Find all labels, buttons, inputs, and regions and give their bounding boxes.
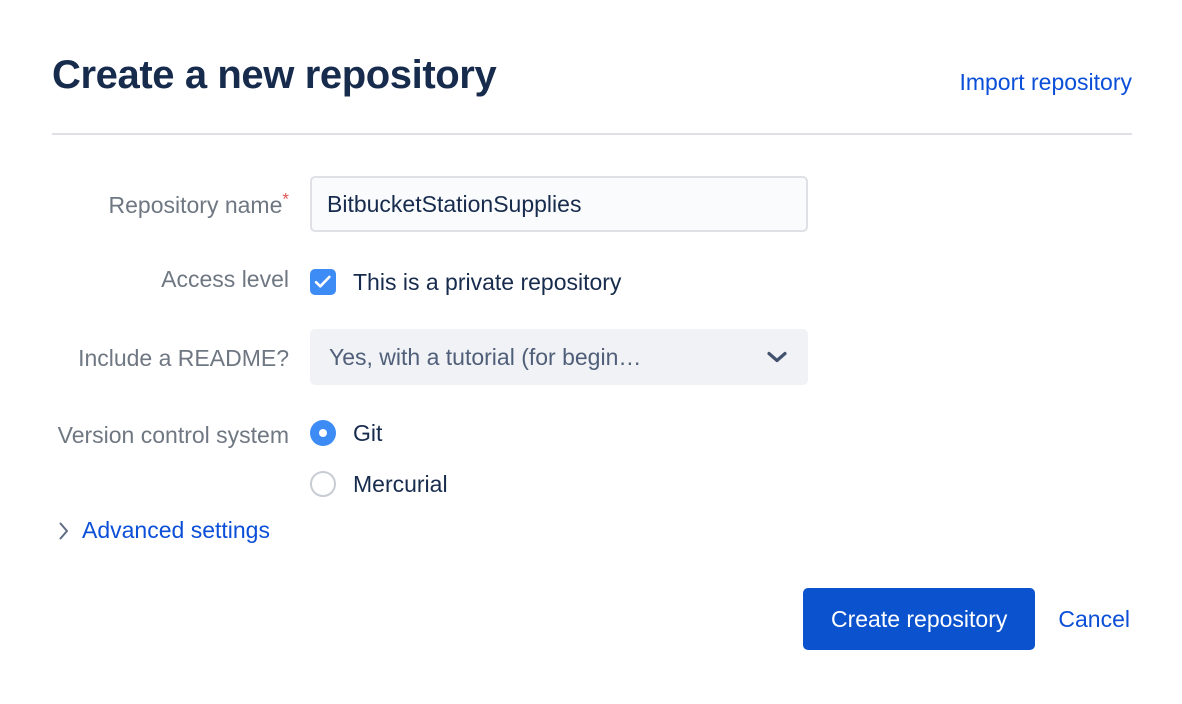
form-row-access-level: Access level This is a private repositor…: [0, 262, 1182, 302]
advanced-settings-label[interactable]: Advanced settings: [82, 517, 270, 543]
form-actions: Create repository Cancel: [802, 588, 1130, 650]
private-repository-checkbox-label[interactable]: This is a private repository: [353, 268, 622, 295]
repository-name-label-text: Repository name: [108, 192, 283, 218]
repository-name-input[interactable]: [310, 176, 808, 232]
form-row-repository-name: Repository name*: [0, 176, 1182, 232]
access-level-label: Access level: [161, 266, 289, 292]
include-readme-label: Include a README?: [78, 345, 289, 371]
radio-option-git-label[interactable]: Git: [353, 419, 383, 446]
include-readme-select[interactable]: Yes, with a tutorial (for begin…: [310, 329, 808, 385]
repository-name-control: [310, 176, 1182, 232]
radio-option-mercurial-label[interactable]: Mercurial: [353, 470, 448, 497]
form-row-include-readme: Include a README? Yes, with a tutorial (…: [0, 329, 1182, 385]
cancel-button[interactable]: Cancel: [1058, 605, 1130, 632]
header-divider: [52, 133, 1132, 135]
radio-unselected-icon[interactable]: [310, 471, 336, 497]
advanced-settings-toggle[interactable]: Advanced settings: [58, 517, 270, 544]
private-repository-checkbox-row[interactable]: This is a private repository: [310, 262, 1182, 302]
radio-option-mercurial[interactable]: Mercurial: [310, 465, 1182, 503]
radio-selected-icon[interactable]: [310, 420, 336, 446]
form-row-version-control: Version control system Git Mercurial: [0, 414, 1182, 503]
create-repository-button[interactable]: Create repository: [802, 588, 1036, 650]
chevron-right-icon[interactable]: [58, 521, 70, 541]
repository-name-label: Repository name*: [0, 176, 310, 220]
chevron-down-icon[interactable]: [766, 350, 788, 364]
create-repository-form: Repository name* Access level This is a …: [0, 176, 1182, 503]
checkbox-checked-icon[interactable]: [310, 269, 336, 295]
required-asterisk: *: [282, 189, 289, 209]
radio-option-git[interactable]: Git: [310, 414, 1182, 452]
version-control-label: Version control system: [57, 422, 289, 448]
access-level-control: This is a private repository: [310, 262, 1182, 302]
page-title: Create a new repository: [52, 53, 497, 97]
include-readme-selected-value: Yes, with a tutorial (for begin…: [329, 343, 642, 370]
version-control-control: Git Mercurial: [310, 414, 1182, 503]
page-header: Create a new repository Import repositor…: [52, 52, 1132, 124]
import-repository-link[interactable]: Import repository: [959, 69, 1132, 95]
include-readme-control: Yes, with a tutorial (for begin…: [310, 329, 1182, 385]
version-control-radio-group: Git Mercurial: [310, 414, 1182, 503]
